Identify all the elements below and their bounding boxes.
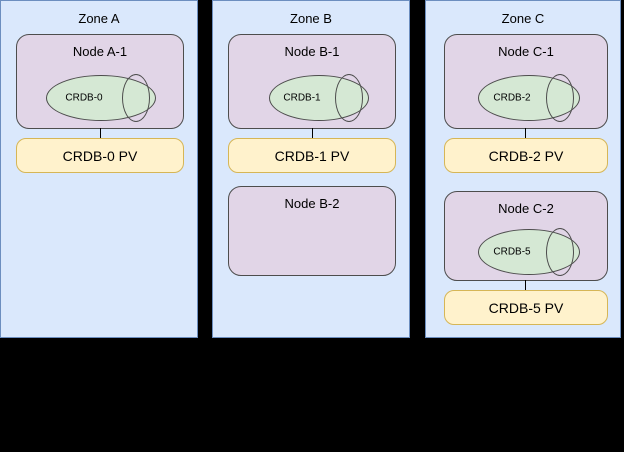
node-label-b-2: Node B-2 — [284, 196, 340, 211]
zone-title-a: Zone A — [78, 11, 120, 26]
pv-label-crdb-0: CRDB-0 PV — [62, 147, 138, 164]
zone-panel-c[interactable]: Zone C Node C-1 CRDB-2 CRDB-2 PV Node C-… — [425, 0, 621, 338]
zone-title-c: Zone C — [501, 11, 545, 26]
node-box-a-1[interactable]: Node A-1 CRDB-0 — [16, 34, 184, 129]
zone-panel-b[interactable]: Zone B Node B-1 CRDB-1 CRDB-1 PV Node B-… — [212, 0, 410, 338]
connector-node-c-2-to-pv — [525, 280, 526, 291]
cylinder-end-cap — [335, 74, 363, 122]
connector-node-c-1-to-pv — [525, 128, 526, 139]
node-box-b-2[interactable]: Node B-2 — [228, 186, 396, 276]
pv-label-crdb-2: CRDB-2 PV — [488, 147, 564, 164]
connector-node-a-1-to-pv — [100, 128, 101, 139]
node-box-b-1[interactable]: Node B-1 CRDB-1 — [228, 34, 396, 129]
database-cylinder-crdb-2[interactable]: CRDB-2 — [478, 74, 580, 122]
node-label-c-2: Node C-2 — [498, 201, 554, 216]
node-label-b-1: Node B-1 — [284, 44, 340, 59]
database-label-crdb-2: CRDB-2 — [493, 92, 531, 104]
cylinder-end-cap — [122, 74, 150, 122]
zone-panel-a[interactable]: Zone A Node A-1 CRDB-0 CRDB-0 PV — [0, 0, 198, 338]
cylinder-end-cap — [546, 228, 574, 276]
database-cylinder-crdb-0[interactable]: CRDB-0 — [46, 74, 156, 122]
node-label-c-1: Node C-1 — [498, 44, 554, 59]
pv-label-crdb-1: CRDB-1 PV — [274, 147, 350, 164]
database-label-crdb-1: CRDB-1 — [283, 92, 321, 104]
cylinder-end-cap — [546, 74, 574, 122]
zone-title-b: Zone B — [290, 11, 332, 26]
node-box-c-1[interactable]: Node C-1 CRDB-2 — [444, 34, 608, 129]
pv-box-crdb-2[interactable]: CRDB-2 PV — [444, 138, 608, 173]
node-box-c-2[interactable]: Node C-2 CRDB-5 — [444, 191, 608, 281]
pv-box-crdb-0[interactable]: CRDB-0 PV — [16, 138, 184, 173]
connector-node-b-1-to-pv — [312, 128, 313, 139]
database-cylinder-crdb-5[interactable]: CRDB-5 — [478, 228, 580, 276]
pv-box-crdb-5[interactable]: CRDB-5 PV — [444, 290, 608, 325]
pv-box-crdb-1[interactable]: CRDB-1 PV — [228, 138, 396, 173]
pv-label-crdb-5: CRDB-5 PV — [488, 299, 564, 316]
database-label-crdb-5: CRDB-5 — [493, 246, 531, 258]
database-cylinder-crdb-1[interactable]: CRDB-1 — [269, 74, 369, 122]
node-label-a-1: Node A-1 — [72, 44, 128, 59]
database-label-crdb-0: CRDB-0 — [65, 92, 103, 104]
